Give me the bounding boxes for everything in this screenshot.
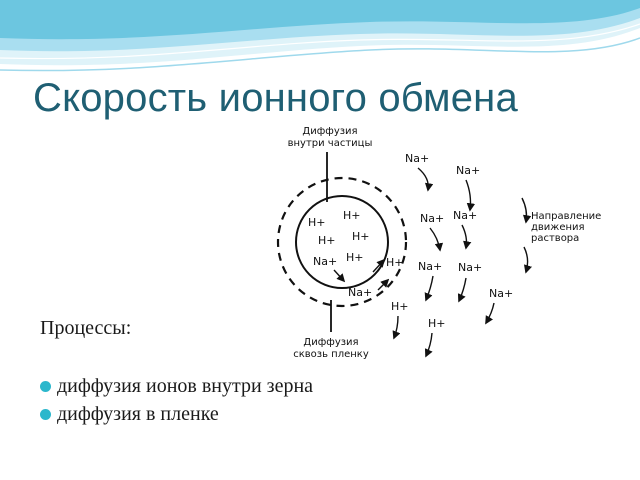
arrow-solution-direction [523, 246, 532, 274]
resin-particle-circle [295, 195, 389, 289]
arrow-flow [461, 224, 472, 250]
ion-exchange-diagram: Диффузия внутри частицы Диффузия сквозь … [276, 126, 601, 360]
ion-h: H+ [318, 234, 336, 247]
arrow-flow [424, 332, 433, 358]
label-diffusion-inside: Диффузия [302, 126, 357, 137]
ion-h: H+ [308, 216, 326, 229]
list-item: диффузия в пленке [40, 400, 313, 428]
ion-na: Na+ [489, 287, 513, 300]
arrow-flow [457, 277, 467, 303]
label-through-film: сквозь пленку [293, 349, 369, 360]
arrow-exchange-out [377, 278, 390, 291]
arrow-exchange-in [333, 269, 346, 283]
arrow-flow [429, 227, 444, 252]
bullet-icon [40, 409, 51, 420]
ion-na: Na+ [418, 260, 442, 273]
label-solution: раствора [531, 233, 579, 244]
ion-na: Na+ [458, 261, 482, 274]
processes-heading: Процессы: [40, 317, 132, 339]
arrow-flow [465, 179, 476, 212]
arrow-flow [485, 302, 495, 325]
ion-na: Na+ [313, 255, 337, 268]
arrow-solution-direction [521, 197, 532, 224]
arrow-flow [417, 167, 434, 192]
ion-na: Na+ [420, 212, 444, 225]
ion-h: H+ [343, 209, 361, 222]
arrow-flow [424, 275, 434, 302]
process-text: диффузия ионов внутри зерна [57, 375, 314, 397]
ion-h: H+ [391, 300, 409, 313]
ion-h: H+ [352, 230, 370, 243]
film-boundary-circle [276, 176, 408, 308]
ion-h: H+ [346, 251, 364, 264]
ion-h: H+ [428, 317, 446, 330]
arrow-flow [392, 315, 401, 340]
process-text: диффузия в пленке [57, 403, 219, 425]
label-direction: Направление [531, 211, 601, 222]
ion-na: Na+ [453, 209, 477, 222]
list-item: диффузия ионов внутри зерна [40, 372, 313, 400]
header-wave-decoration [0, 0, 640, 72]
label-inside-particle: внутри частицы [288, 138, 373, 149]
bullet-icon [40, 381, 51, 392]
ion-h: H+ [386, 256, 404, 269]
process-list: диффузия ионов внутри зерна диффузия в п… [40, 372, 313, 428]
slide-title: Скорость ионного обмена [33, 76, 518, 120]
label-diffusion-film: Диффузия [303, 337, 358, 348]
ion-na: Na+ [348, 286, 372, 299]
arrow-exchange-out [372, 258, 386, 273]
ion-na: Na+ [405, 152, 429, 165]
label-movement: движения [531, 222, 585, 233]
ion-na: Na+ [456, 164, 480, 177]
